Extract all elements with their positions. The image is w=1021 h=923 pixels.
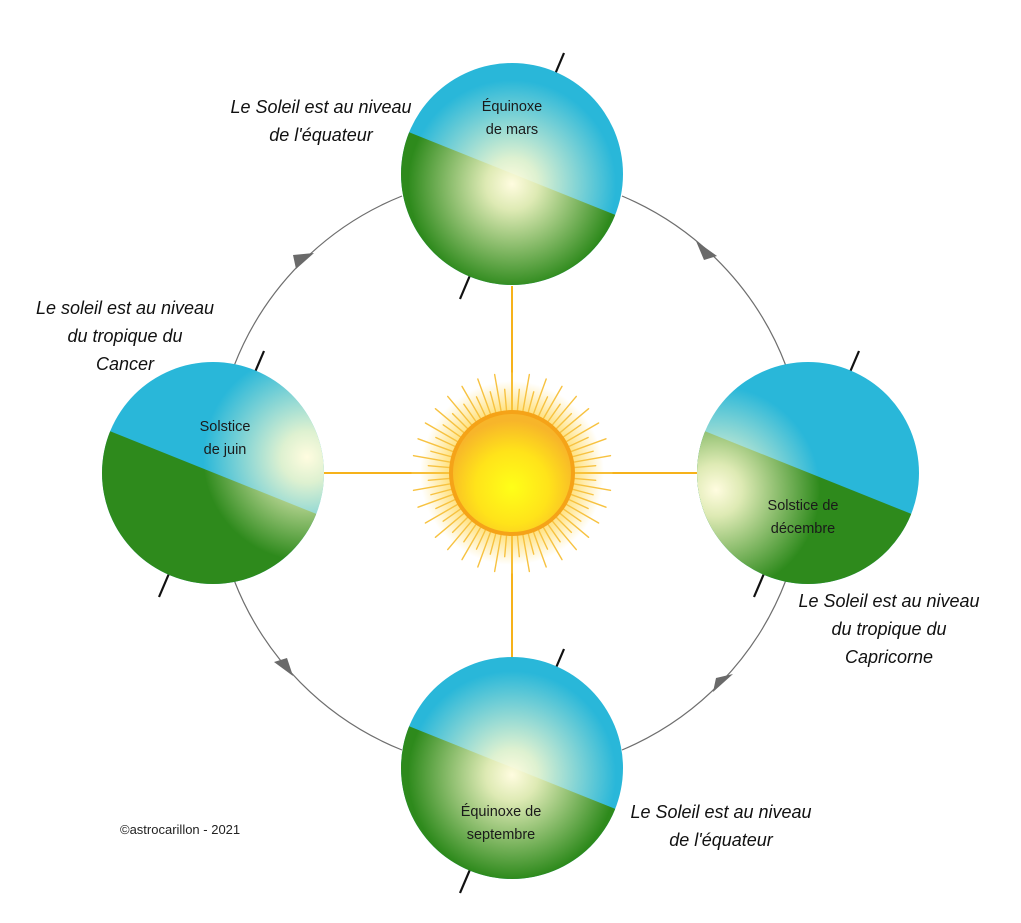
sun-ray: [461, 385, 484, 424]
globe-label-line: Solstice de: [767, 498, 839, 514]
sun-ray: [447, 395, 476, 430]
sun-ray: [548, 395, 577, 430]
sun-ray: [540, 522, 563, 561]
sun-ray: [477, 526, 493, 568]
caption-line: de l'équateur: [269, 125, 373, 145]
sun-ray: [424, 422, 463, 445]
sun-ray: [531, 378, 547, 420]
globe-label-line: Équinoxe de: [460, 804, 542, 820]
sun-ray: [447, 516, 476, 551]
caption-top: Le Soleil est au niveau de l'équateur: [214, 93, 428, 149]
caption-line: du tropique du: [831, 619, 947, 639]
sun-ray: [565, 438, 607, 454]
sun-ray: [568, 482, 612, 492]
sun-ray: [417, 492, 459, 508]
caption-line: Le Soleil est au niveau: [630, 802, 812, 822]
caption-right: Le Soleil est au niveau du tropique du C…: [782, 587, 996, 671]
sun-ray: [568, 454, 612, 464]
globe-label-septembre: Équinoxe de septembre: [446, 801, 556, 847]
globe-label-line: Solstice: [199, 419, 251, 435]
caption-line: de l'équateur: [669, 830, 773, 850]
globe-label-mars: Équinoxe de mars: [465, 96, 559, 142]
sun-ray: [424, 501, 463, 524]
caption-line: du tropique du: [67, 326, 183, 346]
caption-line: Cancer: [95, 354, 155, 374]
orbit-arc-top-right: [621, 195, 787, 367]
sun-ray: [531, 526, 547, 568]
caption-line: Capricorne: [844, 647, 934, 667]
sun-ray: [434, 408, 469, 437]
sun-ray: [561, 501, 600, 524]
sun-ray: [417, 438, 459, 454]
caption-left: Le soleil est au niveau du tropique du C…: [18, 294, 232, 378]
orbit-arrow-icon: [713, 674, 733, 692]
sun-ray: [493, 373, 503, 417]
sun-ray: [555, 408, 590, 437]
globe-label-line: septembre: [466, 827, 536, 843]
sun-ray: [434, 509, 469, 538]
orbit-arrow-icon: [696, 241, 717, 260]
globe-september-equinox: [401, 648, 623, 894]
globe-label-line: de mars: [485, 122, 539, 138]
caption-line: Le soleil est au niveau: [35, 298, 215, 318]
globe-label-line: de juin: [203, 442, 247, 458]
sun-ray: [548, 516, 577, 551]
credit: ©astrocarillon - 2021: [120, 822, 241, 837]
sun-ray: [461, 522, 484, 561]
orbit-arc-bottom-left: [233, 579, 403, 751]
sun-ray: [565, 492, 607, 508]
globe-december-solstice: [697, 350, 919, 598]
orbit-arc-bottom-right: [621, 579, 787, 751]
globe-label-line: Équinoxe: [481, 99, 543, 115]
globe-label-decembre: Solstice de décembre: [748, 495, 858, 541]
sun-ray: [477, 378, 493, 420]
sun-ray: [555, 509, 590, 538]
sun-ray: [412, 482, 456, 492]
orbit-arc-top-left: [233, 195, 403, 367]
sun-ray: [561, 422, 600, 445]
sun-ray: [521, 373, 531, 417]
sun-ray: [540, 385, 563, 424]
caption-line: Le Soleil est au niveau: [230, 97, 412, 117]
caption-line: Le Soleil est au niveau: [798, 591, 980, 611]
globe-june-solstice: [102, 350, 324, 598]
sun-ray: [493, 529, 503, 573]
sun-icon: [411, 372, 613, 574]
sun-ray: [521, 529, 531, 573]
globe-label-juin: Solstice de juin: [178, 416, 272, 462]
globe-label-line: décembre: [770, 521, 836, 537]
caption-bottom: Le Soleil est au niveau de l'équateur: [614, 798, 828, 854]
orbit-arrow-icon: [274, 658, 293, 676]
orbit-arrow-icon: [293, 253, 314, 269]
globe-mars-equinox: [401, 52, 623, 300]
sun-ray: [412, 454, 456, 464]
